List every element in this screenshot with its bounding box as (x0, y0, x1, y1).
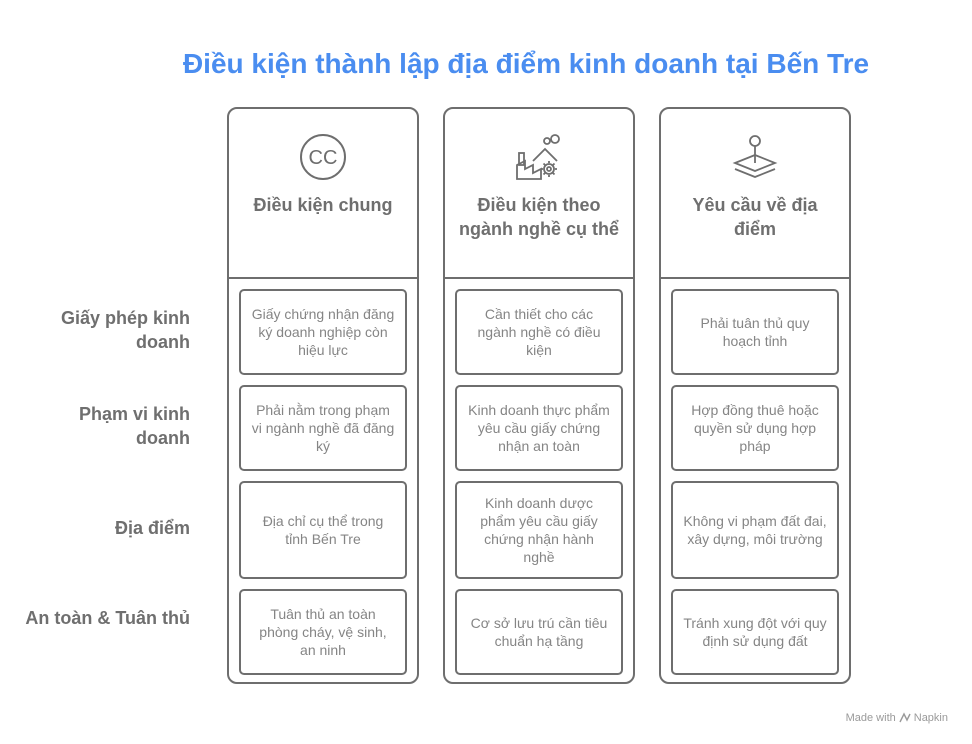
column-header: Yêu cầu về địa điểm (661, 109, 849, 279)
cell-general-scope: Phải nằm trong phạm vi ngành nghề đã đăn… (239, 385, 407, 471)
row-label-business-license: Giấy phép kinh doanh (60, 308, 190, 352)
factory-gear-icon (513, 131, 565, 183)
cell-location-location: Không vi phạm đất đai, xây dựng, môi trư… (671, 481, 839, 579)
cell-general-safety: Tuân thủ an toàn phòng cháy, vệ sinh, an… (239, 589, 407, 675)
map-pin-layers-icon (729, 131, 781, 183)
cell-industry-license: Cần thiết cho các ngành nghề có điều kiệ… (455, 289, 623, 375)
row-label-safety-compliance: An toàn & Tuân thủ (25, 608, 190, 628)
column-title: Điều kiện chung (253, 195, 393, 215)
row-label-location: Địa điểm (114, 518, 190, 538)
cell-location-safety: Tránh xung đột với quy định sử dụng đất (671, 589, 839, 675)
cell-industry-scope: Kinh doanh thực phẩm yêu cầu giấy chứng … (455, 385, 623, 471)
column-header: Điều kiện theo ngành nghề cụ thể (445, 109, 633, 279)
row-label-business-scope: Phạm vi kinh doanh (78, 404, 190, 448)
column-location-requirements: Yêu cầu về địa điểm Phải tuân thủ quy ho… (659, 107, 851, 684)
column-title: Yêu cầu về địa điểm (692, 195, 818, 239)
column-industry-conditions: Điều kiện theo ngành nghề cụ thể Cần thi… (443, 107, 635, 684)
diagram-title: Điều kiện thành lập địa điểm kinh doanh … (182, 48, 870, 79)
made-with-napkin-footer: Made with Napkin (846, 712, 948, 724)
napkin-logo-icon (899, 712, 911, 724)
footer-made-with: Made with (845, 712, 896, 724)
column-title: Điều kiện theo ngành nghề cụ thể (459, 195, 619, 239)
cc-circle-icon: CC (297, 131, 349, 183)
cell-general-license: Giấy chứng nhận đăng ký doanh nghiệp còn… (239, 289, 407, 375)
footer-brand: Napkin (913, 712, 948, 724)
column-header: CC Điều kiện chung (229, 109, 417, 279)
cell-location-license: Phải tuân thủ quy hoạch tỉnh (671, 289, 839, 375)
cell-industry-safety: Cơ sở lưu trú cần tiêu chuẩn hạ tầng (455, 589, 623, 675)
cell-industry-location: Kinh doanh dược phẩm yêu cầu giấy chứng … (455, 481, 623, 579)
cell-location-scope: Hợp đồng thuê hoặc quyền sử dụng hợp phá… (671, 385, 839, 471)
column-general-conditions: CC Điều kiện chung Giấy chứng nhận đăng … (227, 107, 419, 684)
svg-text:CC: CC (309, 147, 338, 169)
cell-general-location: Địa chỉ cụ thể trong tỉnh Bến Tre (239, 481, 407, 579)
